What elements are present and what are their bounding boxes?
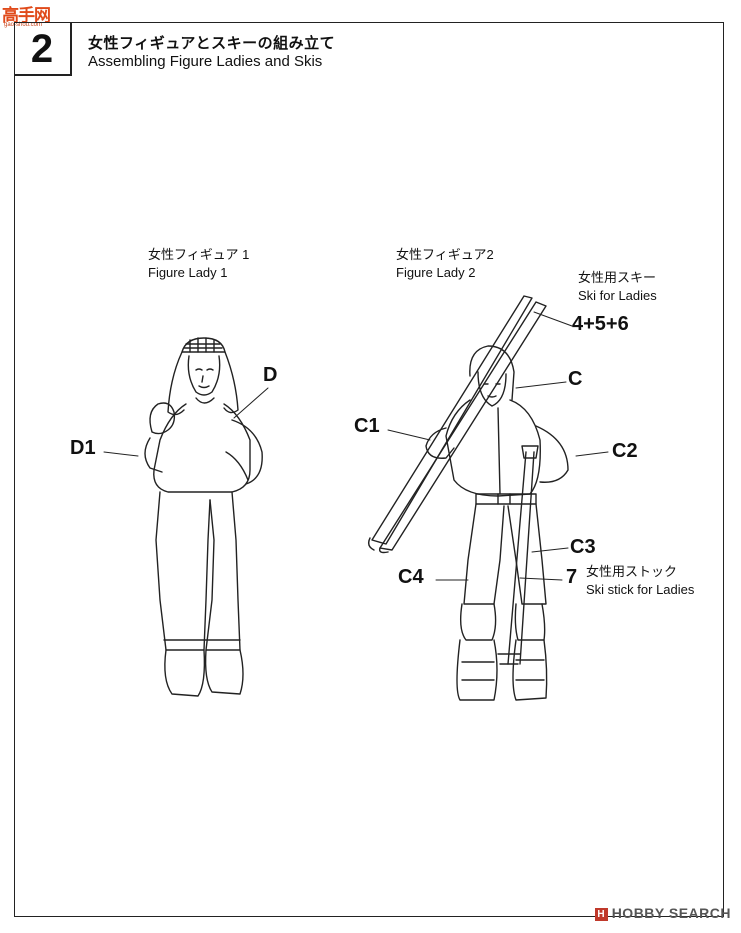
part-c2-label: C2 — [612, 440, 638, 462]
step-number-box: 2 — [14, 22, 72, 76]
figure1-label-jp: 女性フィギュア 1 — [148, 247, 250, 262]
part-7-label: 7 — [566, 566, 578, 588]
watermark-text: 高手网 — [2, 6, 51, 25]
part-d1-label: D1 — [70, 437, 96, 459]
part-d-label: D — [263, 364, 278, 386]
instruction-frame — [14, 22, 724, 917]
watermark-logo: 高手网 gao-shou.com — [2, 1, 51, 28]
ski-stick-label-en: Ski stick for Ladies — [586, 582, 695, 597]
ski-stick-label-jp: 女性用ストック — [586, 564, 678, 579]
part-c1-label: C1 — [354, 415, 380, 437]
figure-lady-2-drawing — [367, 295, 609, 701]
hobbysearch-icon: H — [594, 908, 608, 921]
part-c4-label: C4 — [398, 566, 424, 588]
step-number: 2 — [30, 27, 54, 71]
part-c-label: C — [568, 368, 583, 390]
step-title-en: Assembling Figure Ladies and Skis — [88, 53, 323, 70]
figure-lady-1-drawing — [103, 337, 269, 697]
skis-label-jp: 女性用スキー — [578, 270, 657, 285]
skis-label-en: Ski for Ladies — [578, 288, 657, 303]
part-skis-label: 4+5+6 — [572, 313, 629, 335]
figure2-label-en: Figure Lady 2 — [396, 265, 476, 280]
watermark-url: gao-shou.com — [4, 22, 43, 28]
part-c3-label: C3 — [570, 536, 596, 558]
figure1-label-en: Figure Lady 1 — [148, 265, 228, 280]
step-title-jp: 女性フィギュアとスキーの組み立て — [88, 35, 336, 52]
figure2-label-jp: 女性フィギュア2 — [396, 247, 494, 262]
hobbysearch-text: HOBBY SEARCH — [611, 905, 731, 921]
